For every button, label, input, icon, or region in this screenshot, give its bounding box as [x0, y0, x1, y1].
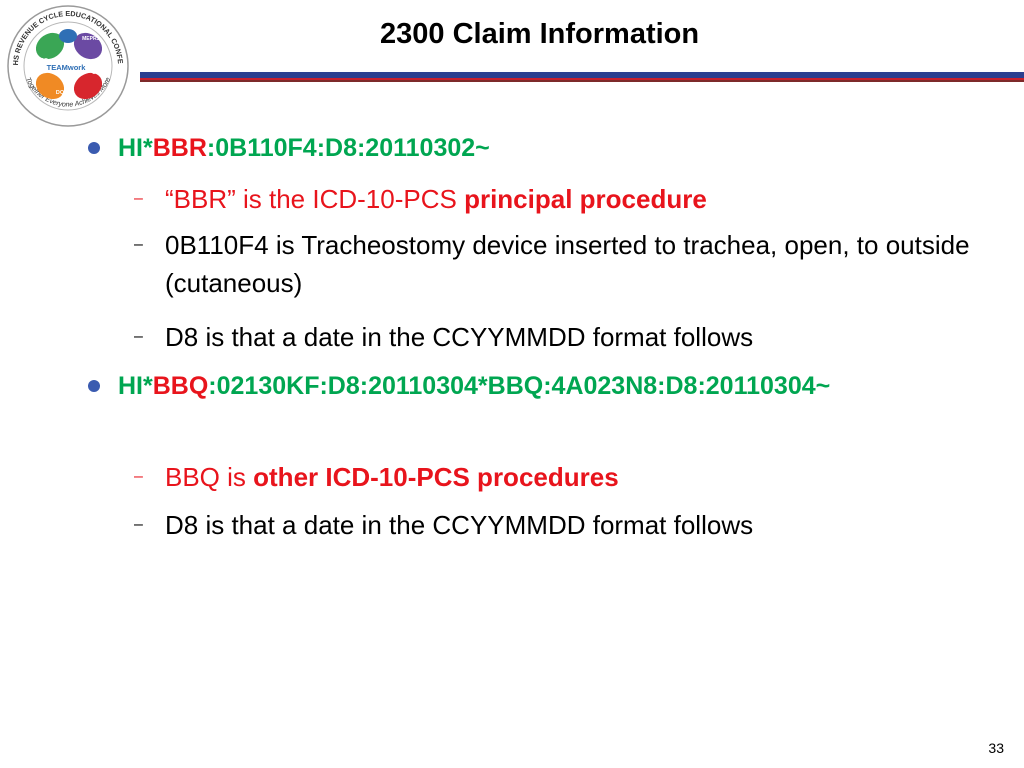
bullet-part: HI* — [118, 134, 153, 162]
sub-text: D8 is that a date in the CCYYMMDD format… — [165, 322, 754, 352]
sub-dash: – — [134, 328, 143, 345]
sub-text: D8 is that a date in the CCYYMMDD format… — [165, 510, 754, 540]
conference-logo-graphic: 2011 MHS REVENUE CYCLE EDUCATIONAL CONFE… — [1, 0, 129, 127]
slide-title: 2300 Claim Information — [380, 18, 700, 50]
bullet-part: HI* — [118, 372, 153, 400]
logo-hands — [35, 29, 103, 100]
conference-logo: 2011 MHS REVENUE CYCLE EDUCATIONAL CONFE… — [1, 0, 132, 128]
sub-part: “BBR” is the ICD-10-PCS — [165, 184, 465, 214]
logo-hand-label-ubo: UBO — [36, 58, 49, 64]
sub-text: 0B110F4 is Tracheostomy device inserted … — [165, 230, 970, 298]
bullet-part: :0B110F4:D8:20110302~ — [206, 134, 490, 162]
sub-dash: – — [134, 468, 143, 485]
title-divider — [140, 72, 1024, 82]
logo-hand-label-meprs: MEPRS — [82, 36, 100, 42]
bullet-dot — [88, 380, 100, 392]
sub-part-bold: principal procedure — [464, 184, 707, 214]
page-number: 33 — [988, 740, 1004, 756]
logo-center-text: TEAMwork — [47, 63, 87, 72]
sub-dash: – — [134, 190, 143, 207]
sub-dash: – — [134, 236, 143, 253]
sub-part-bold: other ICD-10-PCS procedures — [253, 462, 619, 492]
bullet-text: HI*BBQ:02130KF:D8:20110304*BBQ:4A023N8:D… — [118, 368, 966, 405]
logo-hand-label-dq: DQ — [56, 90, 65, 96]
logo-hand-label-ubu: UBU — [92, 70, 104, 76]
bullet-part-highlight: BBQ — [152, 372, 209, 400]
bullet-part-highlight: BBR — [152, 134, 207, 162]
bullet-part: :02130KF:D8:20110304*BBQ:4A023N8:D8:2011… — [208, 372, 831, 400]
sub-text: “BBR” is the ICD-10-PCS principal proced… — [165, 180, 985, 218]
sub-part: BBQ is — [165, 462, 254, 492]
sub-text: BBQ is other ICD-10-PCS procedures — [165, 458, 985, 496]
sub-dash: – — [134, 516, 143, 533]
bullet-text: HI*BBR:0B110F4:D8:20110302~ — [118, 130, 968, 167]
bullet-dot — [88, 142, 100, 154]
